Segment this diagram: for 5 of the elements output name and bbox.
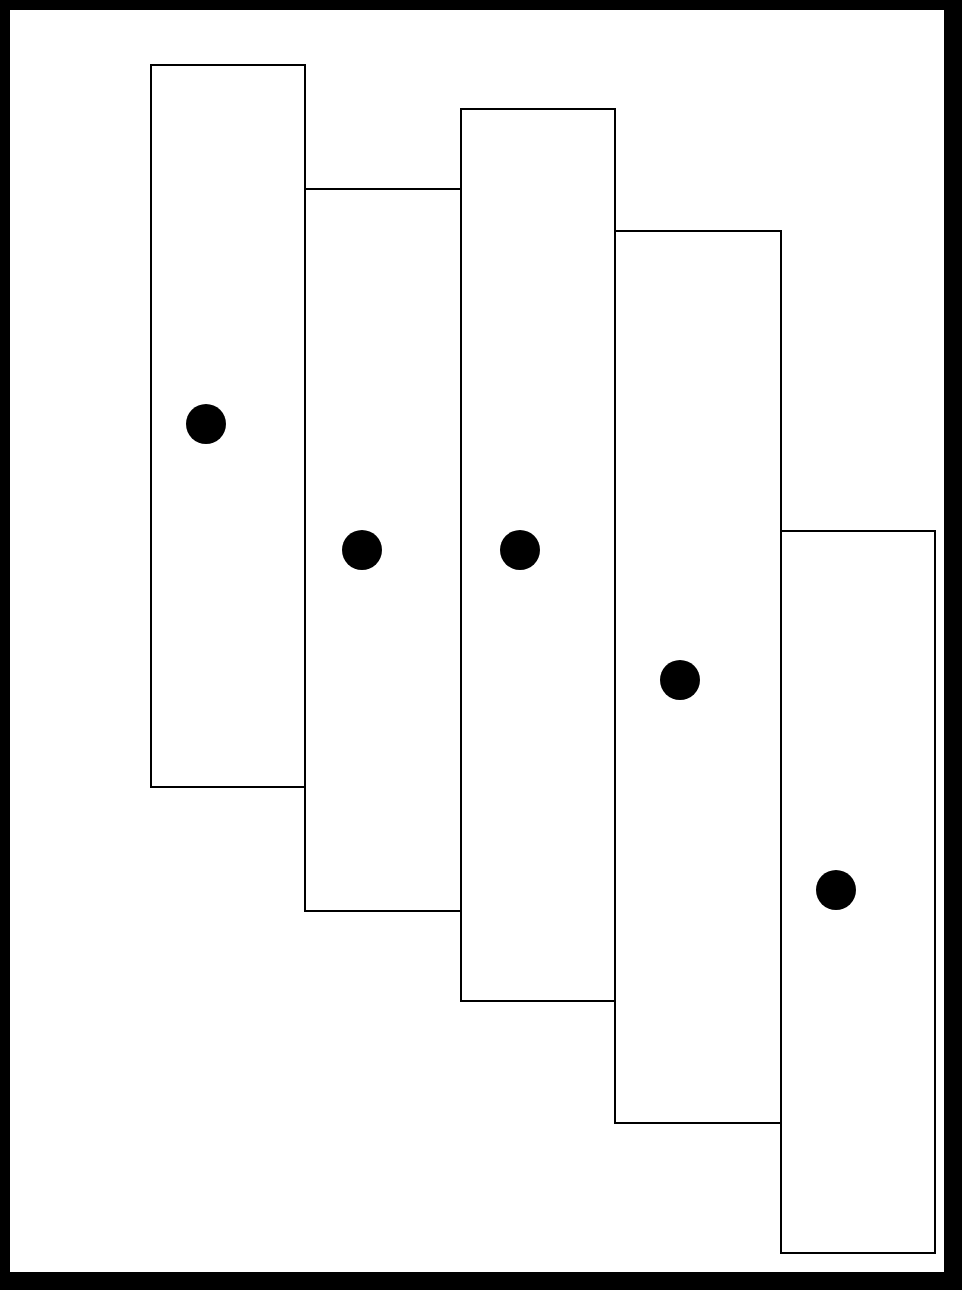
tall-panel (150, 64, 306, 788)
tall-panel (614, 230, 782, 1124)
tall-panel (304, 188, 462, 912)
tall-panel (780, 530, 936, 1254)
tall-panel (460, 108, 616, 1002)
